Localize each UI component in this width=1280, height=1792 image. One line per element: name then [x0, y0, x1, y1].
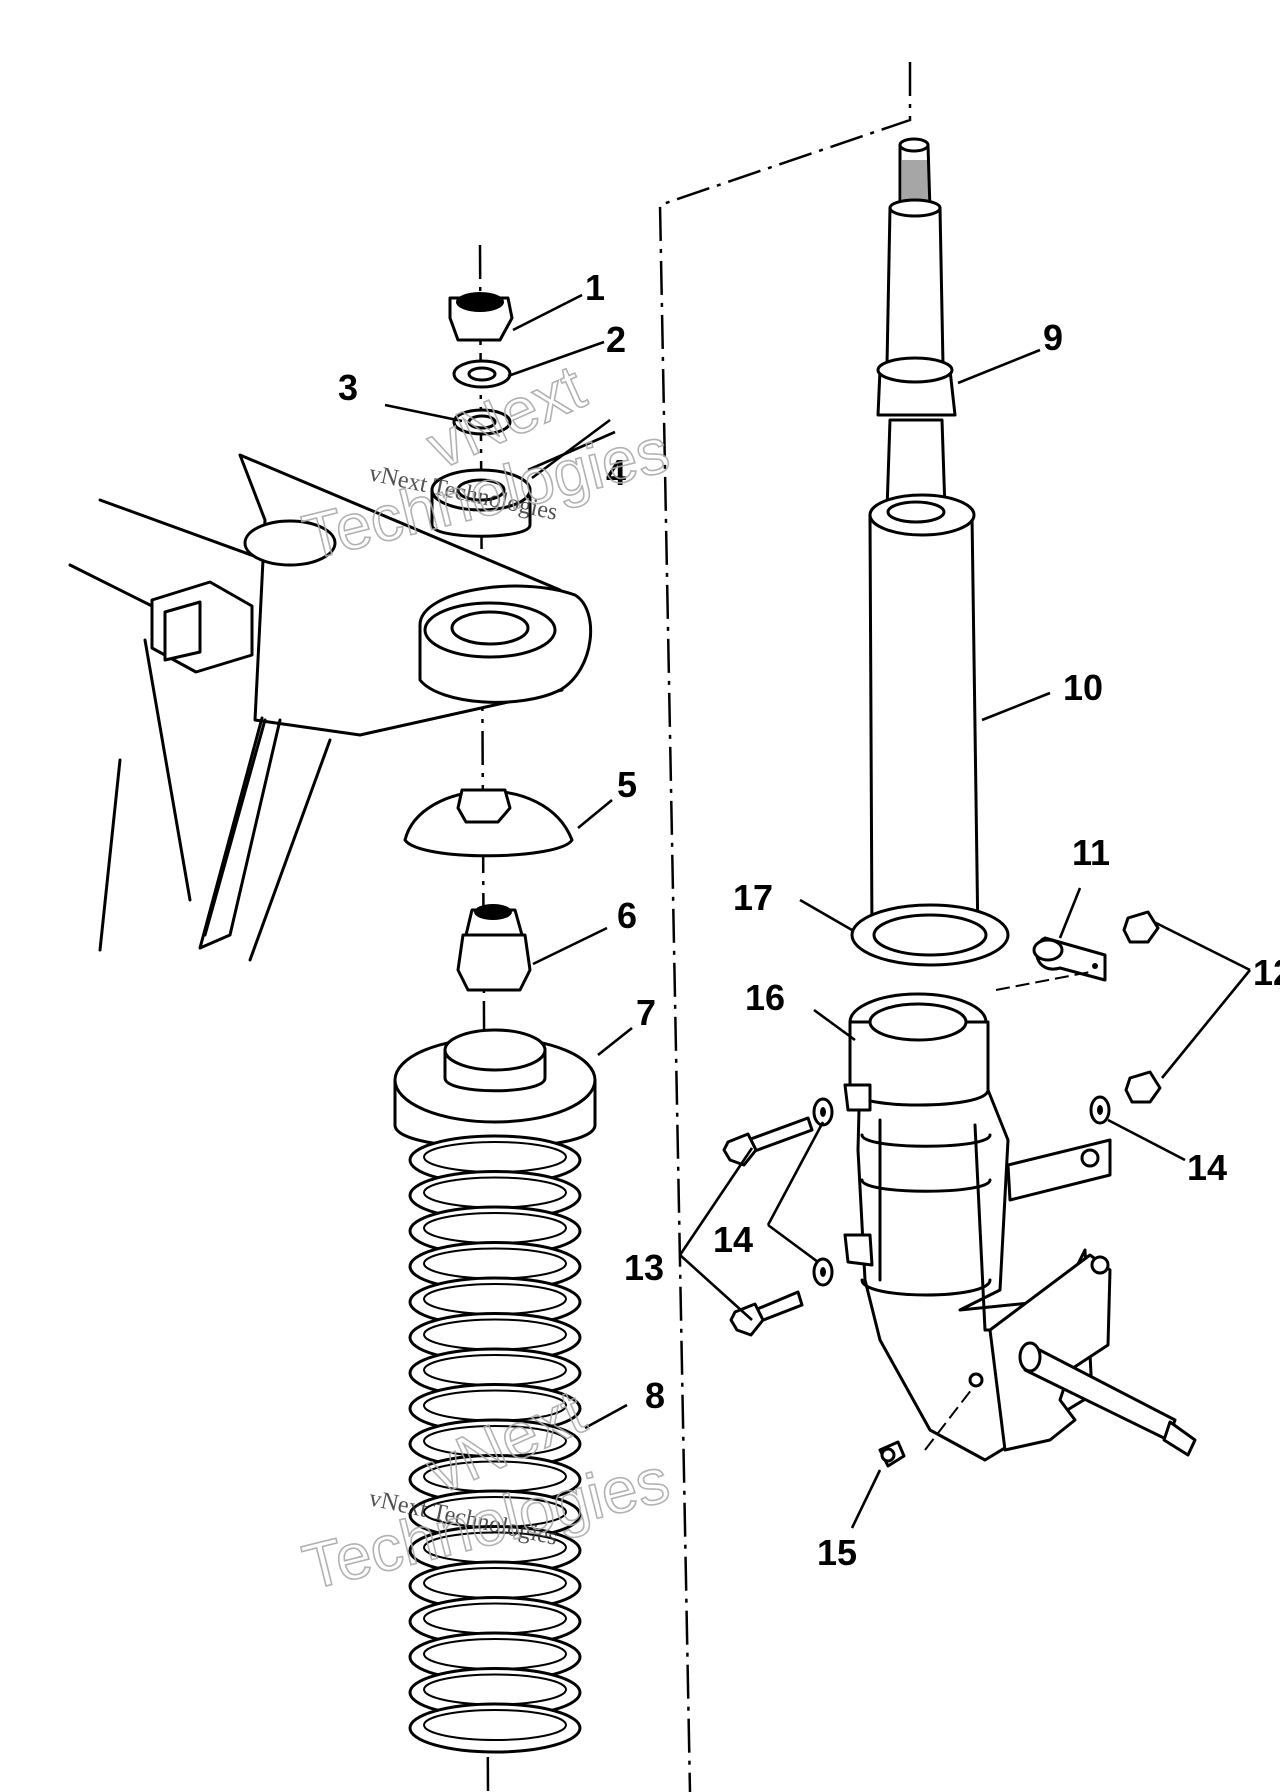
callout-15: 15	[817, 1532, 857, 1573]
callout-5: 5	[617, 764, 637, 805]
nut-1	[448, 292, 514, 342]
callout-13: 13	[624, 1247, 664, 1288]
washer-14-lower-left	[812, 1257, 834, 1287]
grease-fitting-15	[878, 1440, 906, 1468]
callout-3: 3	[338, 367, 358, 408]
center-axis-left	[478, 244, 490, 1792]
callouts: 1 2 3 4 5 6 7 8 9 10 11 12 13 14 14 15 1…	[338, 267, 1280, 1573]
spring-cup-5	[403, 788, 574, 858]
bolt-13-lower	[729, 1290, 804, 1337]
strut-housing-16	[843, 992, 1197, 1462]
callout-10: 10	[1063, 667, 1103, 708]
callout-17: 17	[733, 877, 773, 918]
shock-absorber-10	[868, 137, 980, 942]
assembly-boundary-line	[658, 62, 912, 1792]
spring-seat-7	[393, 1028, 597, 1149]
nut-6	[456, 904, 532, 992]
bushing-4	[430, 468, 532, 538]
callout-4: 4	[606, 452, 626, 493]
callout-8: 8	[645, 1375, 665, 1416]
washer-14-upper-left	[812, 1097, 834, 1127]
callout-12: 12	[1253, 952, 1280, 993]
callout-14-left: 14	[713, 1219, 753, 1260]
callout-9: 9	[1043, 317, 1063, 358]
spring-coil-inner	[423, 1709, 567, 1741]
nut-12-lower	[1124, 1070, 1162, 1104]
gasket-17	[850, 903, 1010, 967]
callout-6: 6	[617, 895, 637, 936]
bolt-13-upper	[722, 1116, 814, 1167]
clamp-11	[1032, 936, 1107, 982]
washer-3	[452, 408, 512, 436]
callout-7: 7	[636, 992, 656, 1033]
callout-16: 16	[745, 977, 785, 1018]
nut-12-upper	[1122, 910, 1160, 944]
callout-11: 11	[1072, 832, 1110, 873]
leader-lines	[384, 293, 1252, 1529]
callout-1: 1	[585, 267, 605, 308]
coil-spring-8	[408, 1134, 582, 1754]
a-arm	[68, 453, 593, 962]
callout-2: 2	[606, 319, 626, 360]
callout-14-right: 14	[1187, 1147, 1227, 1188]
washer-14-right	[1089, 1095, 1111, 1125]
spring-coil-outer	[408, 1702, 582, 1754]
